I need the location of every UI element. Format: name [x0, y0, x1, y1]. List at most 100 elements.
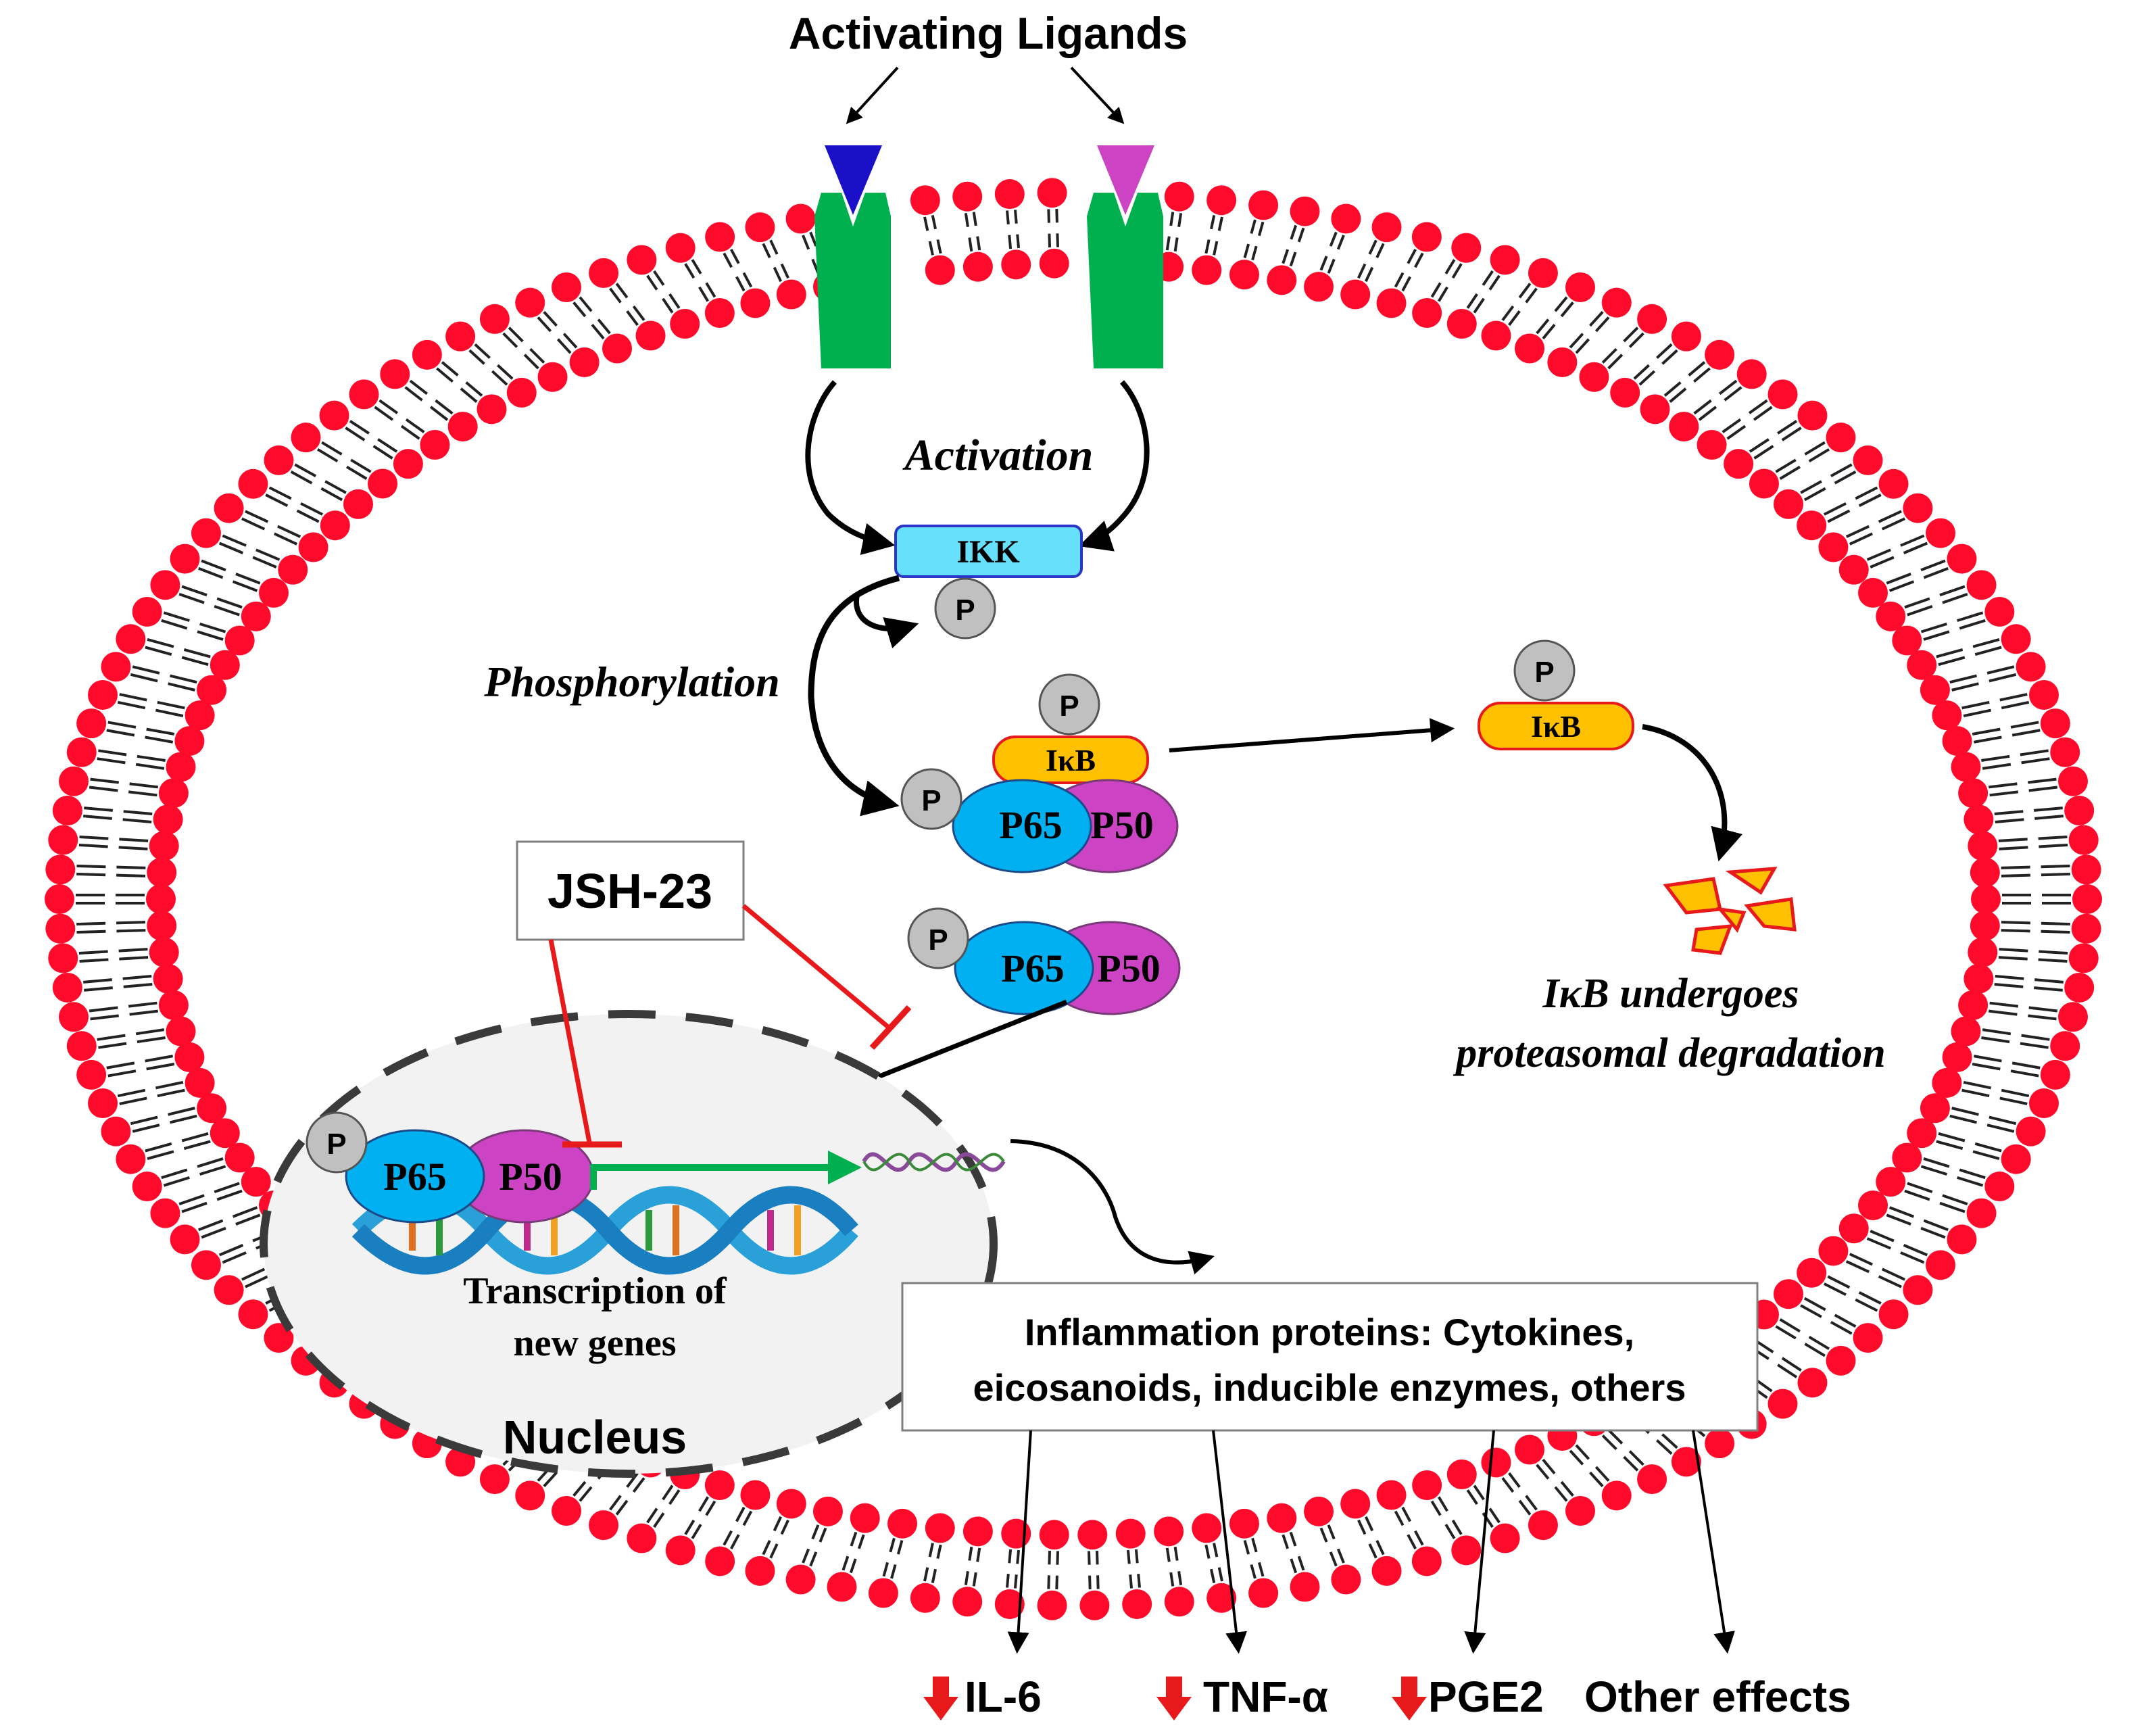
inhibition-bar-translocation	[869, 1005, 912, 1051]
lipid-pair	[1037, 178, 1069, 279]
lipid-pair	[1515, 1434, 1595, 1526]
lipid-pair	[1376, 1480, 1442, 1576]
down-arrow-icon	[1392, 1677, 1427, 1720]
lipid-pair	[48, 937, 179, 973]
lipid-pair	[1579, 304, 1667, 392]
lipid-pair	[1640, 339, 1735, 425]
svg-text:Other effects: Other effects	[1584, 1672, 1851, 1721]
lipid-pair	[994, 179, 1031, 280]
lipid-pair	[445, 321, 537, 408]
autophosphorylation-arrow	[853, 594, 919, 649]
lipid-pair	[1115, 1518, 1152, 1619]
activation-arrow-left	[805, 380, 896, 555]
degradation-arrow	[1642, 724, 1742, 862]
receptor-left	[814, 193, 891, 368]
lipid-pair	[150, 1167, 271, 1228]
p65-complex-label: P65	[999, 803, 1062, 847]
lipid-pair	[1037, 1520, 1069, 1620]
lipid-pair	[1547, 287, 1632, 377]
activation-arrow-right	[1078, 380, 1150, 552]
ligand-left-triangle	[825, 145, 882, 215]
mrna-strand-2	[862, 1153, 1005, 1172]
receptor-right	[1087, 193, 1163, 368]
degradation-label-line1: IκB undergoes	[1542, 971, 1799, 1017]
lipid-pair	[1229, 190, 1279, 290]
lipid-pair	[1838, 1213, 1956, 1280]
svg-text:PGE2: PGE2	[1428, 1672, 1544, 1721]
p50-free-label: P50	[1097, 946, 1160, 990]
ikb-free	[1478, 702, 1634, 750]
ligand-right-triangle	[1097, 145, 1154, 215]
lipid-pair	[45, 911, 177, 944]
lipid-pair	[1951, 1016, 2080, 1061]
lipid-pair	[1340, 212, 1402, 310]
lipid-pair	[705, 1480, 771, 1576]
ikb-complex	[992, 736, 1149, 784]
lipid-pair	[1858, 544, 1977, 608]
lipid-pair	[1446, 245, 1520, 339]
lipid-pair	[910, 185, 955, 285]
lipid-pair	[1971, 884, 2102, 914]
lipid-pair	[1958, 766, 2088, 809]
lipid-pair	[952, 1516, 993, 1617]
lipid-pair	[589, 258, 666, 351]
lipid-pair	[191, 518, 308, 585]
lipid-pair	[116, 624, 240, 680]
lipid-pair	[552, 272, 632, 364]
inflammation-label-line2: eicosanoids, inducible enzymes, others	[973, 1366, 1686, 1409]
lipid-pair	[1267, 196, 1320, 295]
lipid-pair	[1304, 1496, 1361, 1595]
lipid-pair	[76, 708, 205, 756]
phosphorylation-label: Phosphorylation	[483, 658, 779, 706]
lipid-pair	[45, 884, 176, 914]
lipid-pair	[1920, 652, 2046, 705]
lipid-pair	[1932, 1067, 2059, 1119]
inflammation-label-line1: Inflammation proteins: Cytokines,	[1025, 1311, 1634, 1353]
lipid-pair	[214, 493, 328, 562]
lipid-pair	[1951, 737, 2080, 782]
ikb-fragments	[1663, 867, 1797, 955]
lipid-pair	[910, 1513, 955, 1613]
lipid-pair	[1267, 1503, 1320, 1602]
lipid-pair	[1340, 1489, 1402, 1586]
lipid-pair	[1773, 1279, 1883, 1353]
effect-arrow-tnf	[1212, 1430, 1247, 1654]
lipid-pair	[1970, 854, 2101, 888]
lipid-pair	[319, 400, 423, 479]
phosphate-ikb-free: P	[1513, 640, 1576, 702]
lipid-pair	[380, 359, 478, 442]
lipid-pair	[170, 544, 289, 608]
phosphate-p65-free: P	[907, 907, 969, 969]
lipid-pair	[1858, 1190, 1977, 1255]
lipid-pair	[1412, 1470, 1482, 1566]
svg-text:P: P	[326, 1128, 346, 1161]
lipid-pair	[1376, 222, 1442, 318]
lipid-pair	[45, 854, 177, 888]
lipid-pair	[264, 445, 374, 519]
lipid-pair	[1942, 1042, 2070, 1090]
lipid-pair	[1481, 1447, 1558, 1541]
lipid-pair	[745, 212, 806, 310]
phosphate-ikb-complex: P	[1038, 673, 1100, 736]
lipid-pair	[1942, 708, 2070, 756]
lipid-pair	[1968, 825, 2099, 861]
inflammation-box	[901, 1282, 1759, 1432]
ligand-arrow-right	[1070, 66, 1125, 124]
lipid-pair	[1192, 185, 1237, 285]
lipid-pair	[515, 287, 600, 377]
effect-arrow-other	[1692, 1430, 1735, 1654]
lipid-pair	[238, 468, 350, 541]
ikk-box	[894, 525, 1083, 578]
lipid-pair	[479, 304, 568, 392]
activating-ligands-label: Activating Ligands	[789, 8, 1188, 58]
p65-free	[954, 921, 1094, 1015]
lipid-pair	[1697, 379, 1798, 460]
p65-nucleus-label: P65	[383, 1155, 446, 1199]
effect-pge2: PGE2	[1392, 1672, 1544, 1721]
effect-arrow-il6	[1007, 1430, 1032, 1654]
lipid-pair	[1773, 445, 1883, 519]
lipid-pair	[48, 825, 179, 861]
p50-nucleus-label: P50	[499, 1155, 562, 1199]
lipid-pair	[1304, 203, 1361, 302]
inhibitor-label: JSH-23	[547, 865, 712, 919]
